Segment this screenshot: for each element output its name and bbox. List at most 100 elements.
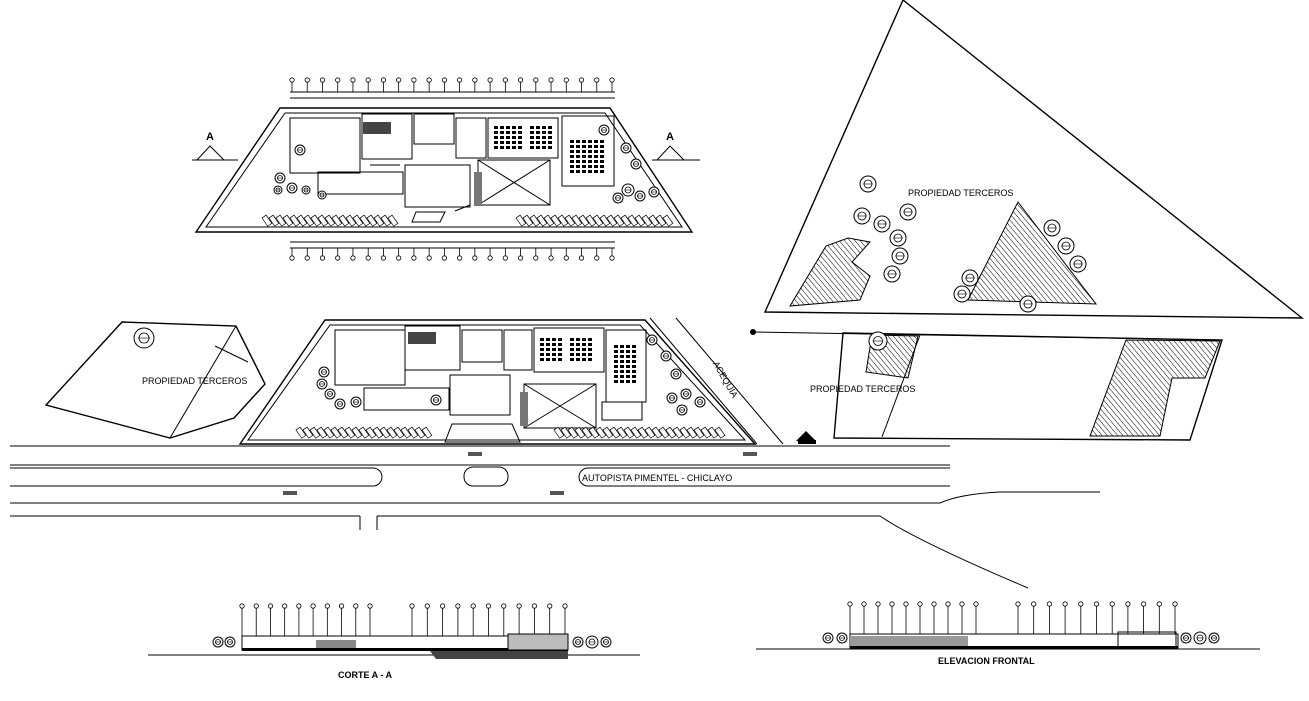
parked-car	[637, 426, 649, 439]
parked-car	[693, 426, 705, 439]
grid-axis-marker	[563, 255, 569, 261]
parked-car	[275, 214, 287, 227]
parked-car	[380, 214, 392, 227]
parked-car	[634, 214, 646, 227]
parked-car	[317, 214, 329, 227]
property-label-left: PROPIEDAD TERCEROS	[142, 376, 247, 386]
parked-car	[529, 214, 541, 227]
grid-axis-marker	[350, 77, 356, 83]
parked-car	[602, 426, 614, 439]
grid-axis-marker	[455, 603, 461, 609]
parked-car	[372, 426, 384, 439]
grid-axis-marker	[531, 603, 538, 609]
parked-car	[564, 214, 576, 227]
parked-car	[366, 214, 378, 227]
grid-axis-marker	[903, 601, 909, 607]
elevation-title: ELEVACION FRONTAL	[938, 656, 1035, 666]
parked-car	[560, 426, 572, 439]
grid-axis-marker	[594, 255, 600, 261]
grid-axis-marker	[304, 77, 310, 83]
parked-car	[658, 426, 670, 439]
grid-axis-marker	[457, 77, 463, 83]
parked-car	[309, 426, 321, 439]
grid-axis-marker	[861, 601, 867, 607]
parked-car	[581, 426, 593, 439]
parked-car	[386, 426, 398, 439]
grid-axis-marker	[1141, 601, 1147, 607]
parked-car	[641, 214, 653, 227]
grid-axis-marker	[889, 601, 895, 607]
grid-axis-marker	[1078, 601, 1084, 607]
parked-car	[553, 426, 565, 439]
parked-car	[655, 214, 667, 227]
parked-car	[651, 426, 663, 439]
parked-car	[345, 214, 357, 227]
grid-axis-marker	[548, 255, 554, 261]
grid-axis-marker	[310, 603, 316, 609]
grid-axis-marker	[487, 255, 493, 261]
site-plan	[238, 319, 757, 445]
grid-axis-marker	[424, 603, 430, 609]
parked-car	[261, 214, 273, 227]
parked-car	[623, 426, 635, 439]
section-marker-left: A	[206, 131, 214, 143]
grid-axis-marker	[411, 255, 417, 261]
grid-axis-marker	[239, 603, 245, 609]
grid-axis-marker	[609, 255, 615, 261]
parked-car	[606, 214, 618, 227]
third-party-property-left: PROPIEDAD TERCEROS	[44, 321, 266, 439]
grid-axis-marker	[439, 603, 446, 609]
grid-axis-marker	[367, 603, 373, 609]
parked-car	[352, 214, 364, 227]
parked-car	[707, 426, 719, 439]
grid-axis-marker	[533, 255, 539, 261]
parked-car	[379, 426, 391, 439]
parked-car	[296, 214, 308, 227]
property-label-right: PROPIEDAD TERCEROS	[810, 384, 915, 394]
grid-axis-marker	[380, 77, 387, 83]
parked-car	[268, 214, 280, 227]
grid-axis-marker	[548, 77, 554, 83]
parked-car	[400, 426, 412, 439]
grid-axis-marker	[396, 77, 402, 83]
highway: AUTOPISTA PIMENTEL - CHICLAYO	[10, 445, 1100, 589]
grid-axis-marker	[426, 255, 432, 261]
canal: ACEQUIA	[649, 317, 784, 445]
parked-car	[613, 214, 625, 227]
parked-car	[700, 426, 712, 439]
section-marker-right: A	[666, 131, 674, 143]
grid-axis-marker	[485, 603, 492, 609]
grid-axis-marker	[457, 255, 463, 261]
parked-car	[578, 214, 590, 227]
grid-axis-marker	[409, 603, 415, 609]
grid-axis-marker	[1046, 601, 1053, 607]
parked-car	[351, 426, 363, 439]
parked-car	[421, 426, 433, 439]
grid-axis-marker	[594, 77, 600, 83]
parked-car	[557, 214, 569, 227]
highway-label: AUTOPISTA PIMENTEL - CHICLAYO	[582, 473, 732, 483]
parked-car	[536, 214, 548, 227]
grid-axis-marker	[335, 255, 341, 261]
grid-axis-marker	[267, 603, 274, 609]
parked-car	[585, 214, 597, 227]
parked-car	[616, 426, 628, 439]
parked-car	[592, 214, 604, 227]
parked-car	[373, 214, 385, 227]
grid-axis-marker	[380, 255, 387, 261]
parked-car	[331, 214, 343, 227]
grid-axis-marker	[335, 77, 341, 83]
parked-car	[358, 426, 370, 439]
parked-car	[338, 214, 350, 227]
parked-car	[302, 426, 314, 439]
grid-axis-marker	[516, 603, 522, 609]
parked-car	[571, 214, 583, 227]
grid-axis-marker	[338, 603, 345, 609]
parked-car	[337, 426, 349, 439]
parked-car	[595, 426, 607, 439]
grid-axis-marker	[973, 601, 979, 607]
parked-car	[316, 426, 328, 439]
grid-axis-marker	[1125, 601, 1131, 607]
parked-car	[310, 214, 322, 227]
